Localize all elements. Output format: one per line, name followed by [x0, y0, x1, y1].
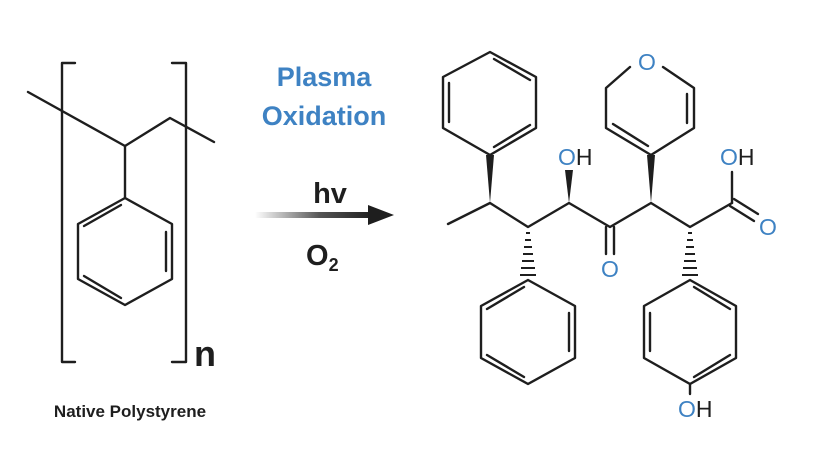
- wedge-bond-pyran: [647, 155, 655, 203]
- hashed-bond-phenyl-bottom: [520, 232, 536, 276]
- o2-subscript: 2: [329, 255, 339, 275]
- hydroxyl-h: H: [576, 144, 593, 170]
- phenol-o: O: [678, 396, 696, 422]
- right-bracket: [170, 61, 188, 364]
- condition-oxidation: Oxidation: [262, 101, 387, 131]
- product-backbone: [446, 201, 734, 229]
- hydroxyl-label: OH: [558, 144, 593, 170]
- ring-oxygen-label: O: [638, 49, 656, 75]
- phenyl-ring: [76, 196, 174, 307]
- acid-oh-h: H: [738, 144, 755, 170]
- acid-carbonyl-double-bond: [728, 197, 760, 223]
- polymer-backbone: [26, 90, 216, 148]
- wedge-bond-hydroxyl: [565, 170, 573, 203]
- reaction-arrow: [255, 205, 394, 225]
- acid-oh-label: OH: [720, 144, 755, 170]
- ketone-oxygen-label: O: [601, 256, 619, 282]
- hashed-bond-hydroxyphenyl: [682, 232, 698, 276]
- phenol-h: H: [696, 396, 713, 422]
- hydroxyl-o: O: [558, 144, 576, 170]
- reactant-caption: Native Polystyrene: [54, 402, 206, 421]
- hydroxyphenyl-ring: [642, 278, 738, 386]
- o2-main: O: [306, 240, 329, 272]
- polystyrene-structure: [26, 61, 216, 364]
- acid-oh-o: O: [720, 144, 738, 170]
- phenyl-ring-bottom: [479, 278, 577, 386]
- acid-carbonyl-oxygen-label: O: [759, 214, 777, 240]
- condition-o2: O2: [306, 240, 339, 275]
- condition-hv: hv: [313, 178, 347, 210]
- phenol-label: OH: [678, 396, 713, 422]
- dihydropyran-ring: [604, 65, 696, 157]
- phenyl-ring-top-left: [441, 50, 538, 157]
- repeat-unit-n: n: [194, 333, 216, 374]
- left-bracket: [60, 61, 77, 364]
- wedge-bond-phenyl-left: [486, 155, 494, 203]
- product-structure: [441, 50, 760, 396]
- ketone-double-bond: [604, 225, 616, 256]
- condition-plasma: Plasma: [277, 62, 373, 92]
